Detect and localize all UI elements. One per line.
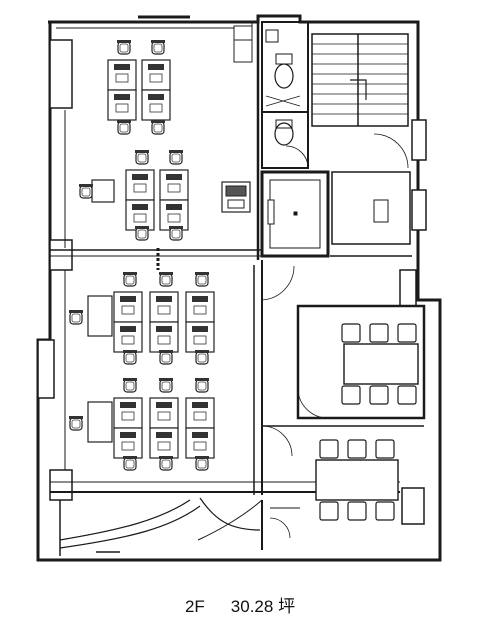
entrance-corridor bbox=[59, 497, 300, 556]
meeting-room-2 bbox=[261, 425, 425, 525]
copier bbox=[221, 181, 251, 213]
floor-label: 2F bbox=[184, 597, 205, 616]
staircase bbox=[311, 33, 409, 169]
restroom-block bbox=[261, 21, 309, 169]
meeting-room-1 bbox=[296, 304, 426, 420]
utility-box bbox=[233, 25, 253, 63]
floor-plan bbox=[36, 14, 442, 562]
left-columns bbox=[37, 39, 427, 501]
desk-cluster-1 bbox=[107, 39, 171, 135]
floor-caption: 2F 30.28 坪 bbox=[0, 592, 480, 617]
desk-cluster-2 bbox=[78, 149, 189, 241]
desk-cluster-3 bbox=[68, 271, 215, 365]
desk-cluster-4 bbox=[68, 377, 215, 471]
office-upper-walls bbox=[50, 22, 262, 260]
area-unit: 坪 bbox=[278, 597, 296, 616]
area-value: 30.28 bbox=[230, 597, 274, 616]
elevator-core bbox=[260, 170, 417, 307]
